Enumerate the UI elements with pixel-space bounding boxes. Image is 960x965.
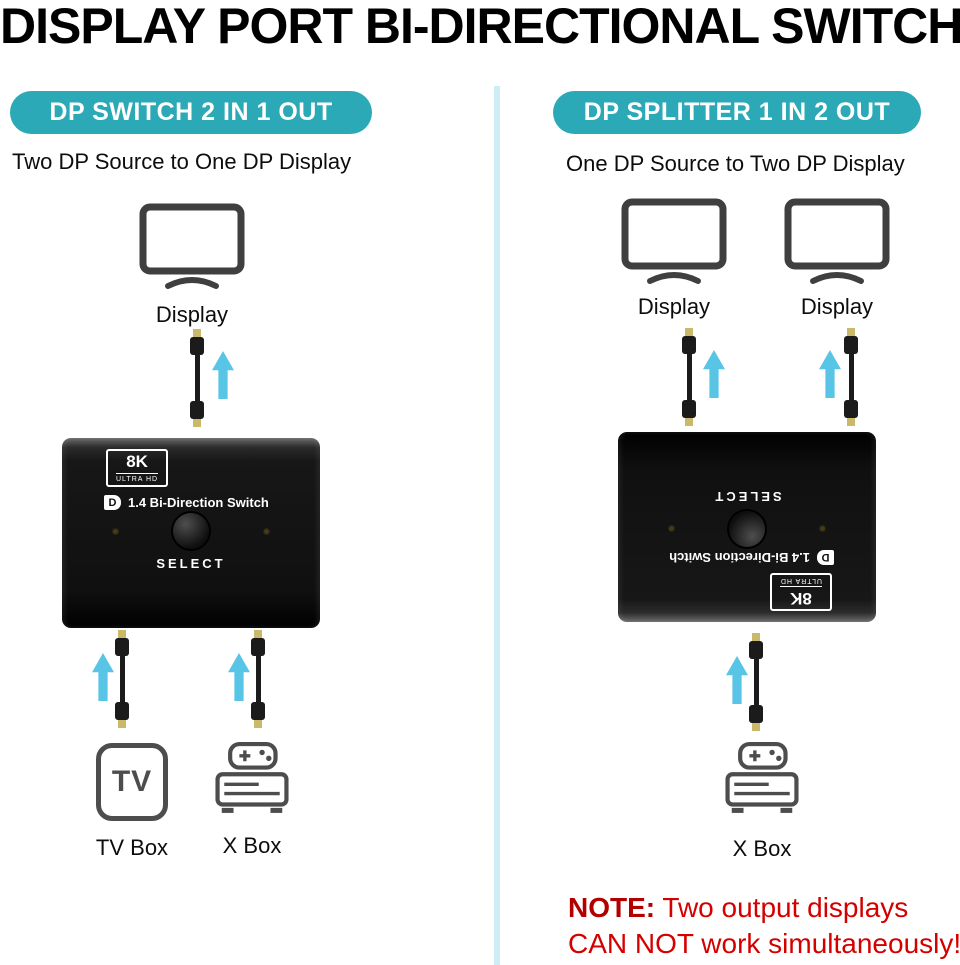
device-model-row: D 1.4 Bi-Direction Switch	[104, 495, 269, 510]
led-indicator	[263, 527, 270, 535]
8k-ultra-hd-badge: 8K ULTRA HD	[106, 449, 169, 487]
dp-cable-icon	[681, 328, 697, 426]
note-prefix: NOTE:	[568, 892, 656, 923]
up-arrow-icon	[703, 350, 725, 398]
displayport-logo: D	[104, 495, 121, 510]
page-title: DISPLAY PORT BI-DIRECTIONAL SWITCH	[0, 0, 960, 54]
game-console-icon	[215, 741, 289, 813]
dp-cable-icon	[114, 630, 130, 728]
left-header-label: DP SWITCH 2 IN 1 OUT	[49, 98, 333, 126]
column-divider	[494, 86, 500, 965]
dp-switch-device-inverted: 8K ULTRA HD D 1.4 Bi-Direction Switch SE…	[618, 432, 876, 622]
8k-ultra-hd-badge: 8K ULTRA HD	[769, 573, 832, 611]
dp-cable-icon	[748, 633, 764, 731]
device-face: 8K ULTRA HD D 1.4 Bi-Direction Switch SE…	[618, 432, 876, 622]
x-box-label: X Box	[732, 836, 792, 861]
device-model-text: 1.4 Bi-Direction Switch	[128, 495, 269, 510]
led-indicator	[112, 527, 119, 535]
note-text-line1: NOTE: Two output displays	[568, 892, 909, 923]
led-indicator	[668, 525, 675, 533]
device-controls	[62, 512, 320, 550]
select-label: SELECT	[712, 489, 782, 504]
x-box-label: X Box	[222, 833, 282, 858]
up-arrow-icon	[819, 350, 841, 398]
up-arrow-icon	[92, 653, 114, 701]
dp-switch-device: 8K ULTRA HD D 1.4 Bi-Direction Switch SE…	[62, 438, 320, 628]
left-header-badge: DP SWITCH 2 IN 1 OUT	[10, 91, 372, 134]
display-label: Display	[800, 294, 874, 319]
select-button	[173, 513, 209, 549]
device-controls	[618, 510, 876, 548]
game-console-icon	[725, 741, 799, 813]
select-label: SELECT	[156, 556, 226, 571]
tv-box-label: TV Box	[95, 835, 169, 860]
dp-cable-icon	[189, 329, 205, 427]
right-header-badge: DP SPLITTER 1 IN 2 OUT	[553, 91, 921, 134]
up-arrow-icon	[726, 656, 748, 704]
monitor-icon	[139, 203, 245, 289]
select-button	[729, 511, 765, 547]
display-label: Display	[637, 294, 711, 319]
tv-box-icon: TV	[96, 743, 168, 821]
up-arrow-icon	[212, 351, 234, 399]
right-subtitle: One DP Source to Two DP Display	[566, 151, 905, 176]
right-header-label: DP SPLITTER 1 IN 2 OUT	[583, 98, 891, 126]
led-indicator	[819, 525, 826, 533]
left-subtitle: Two DP Source to One DP Display	[12, 149, 352, 174]
dp-cable-icon	[843, 328, 859, 426]
device-face: 8K ULTRA HD D 1.4 Bi-Direction Switch SE…	[62, 438, 320, 628]
displayport-logo: D	[817, 550, 834, 565]
monitor-icon	[621, 198, 727, 284]
note-text-line2: CAN NOT work simultaneously!	[568, 928, 960, 959]
device-model-text: 1.4 Bi-Direction Switch	[669, 550, 810, 565]
monitor-icon	[784, 198, 890, 284]
display-label: Display	[155, 302, 229, 327]
dp-cable-icon	[250, 630, 266, 728]
device-model-row: D 1.4 Bi-Direction Switch	[669, 550, 834, 565]
up-arrow-icon	[228, 653, 250, 701]
